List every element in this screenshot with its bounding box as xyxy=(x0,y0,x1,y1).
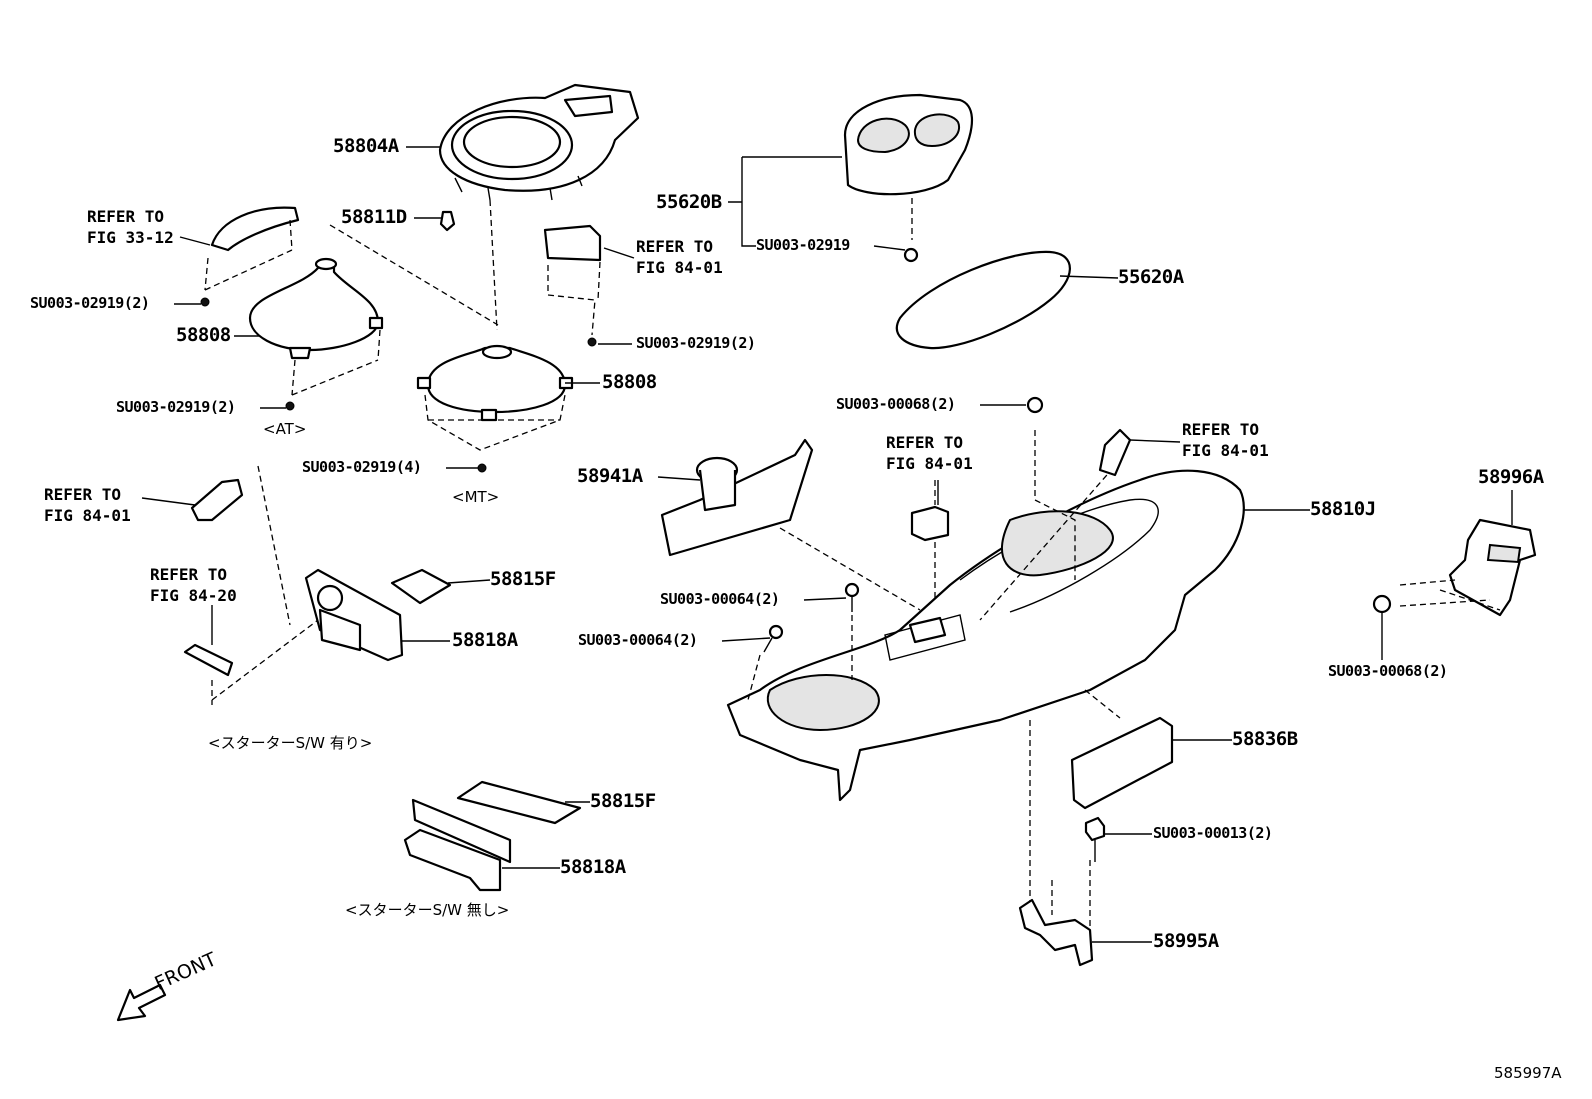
part-58808-mt-shape xyxy=(416,344,574,422)
note-starter-with: <スターターS/W 有り> xyxy=(208,734,373,752)
diagram-code: 585997A xyxy=(1494,1064,1562,1082)
screw-icon xyxy=(903,247,919,263)
label-58808-at: 58808 xyxy=(176,324,231,346)
refer-84-01-connector xyxy=(1098,428,1132,477)
part-58815F-lower-shape xyxy=(456,780,582,825)
part-58818A-upper-shape xyxy=(304,568,404,662)
label-58818A-upper: 58818A xyxy=(452,629,518,651)
refer-84-01-panel xyxy=(543,224,602,262)
screw-icon xyxy=(768,624,784,640)
label-58996A: 58996A xyxy=(1478,466,1544,488)
part-58808-at-shape xyxy=(248,257,384,360)
screw-icon xyxy=(285,401,295,411)
note-at: <AT> xyxy=(263,420,307,438)
bolt-icon xyxy=(1084,816,1106,842)
label-refer-84-01-right: REFER TO FIG 84-01 xyxy=(1182,420,1269,460)
part-58810J-shape xyxy=(726,469,1245,802)
label-fastener-4: SU003-02919(2) xyxy=(116,398,236,416)
label-refer-84-20: REFER TO FIG 84-20 xyxy=(150,565,237,605)
label-fastener-8: SU003-00064(2) xyxy=(578,631,698,649)
part-58818A-lower-shape xyxy=(403,798,512,892)
label-fastener-3: SU003-02919 xyxy=(756,236,850,254)
refer-84-01-knob xyxy=(190,478,244,522)
part-58995A-shape xyxy=(1018,898,1094,967)
screw-icon xyxy=(1372,594,1392,614)
label-fastener-10: SU003-00013(2) xyxy=(1153,824,1273,842)
label-refer-84-01-middle: REFER TO FIG 84-01 xyxy=(886,433,973,473)
label-fastener-5: SU003-02919(4) xyxy=(302,458,422,476)
part-55620A-shape xyxy=(895,250,1071,350)
screw-icon xyxy=(587,337,597,347)
label-58941A: 58941A xyxy=(577,465,643,487)
screw-icon xyxy=(1026,396,1044,414)
label-58815F-upper: 58815F xyxy=(490,568,556,590)
label-58995A: 58995A xyxy=(1153,930,1219,952)
part-58836B-shape xyxy=(1070,716,1174,810)
label-refer-84-01-left: REFER TO FIG 84-01 xyxy=(44,485,131,525)
label-58808-mt: 58808 xyxy=(602,371,657,393)
part-58811D-shape xyxy=(439,210,456,232)
part-55620B-shape xyxy=(843,93,973,196)
label-58811D: 58811D xyxy=(341,206,407,228)
label-refer-33-12: REFER TO FIG 33-12 xyxy=(87,207,174,247)
part-58941A-shape xyxy=(660,438,814,557)
part-58996A-shape xyxy=(1448,518,1537,617)
screw-icon xyxy=(200,297,210,307)
label-fastener-9: SU003-00068(2) xyxy=(1328,662,1448,680)
label-fastener-7: SU003-00064(2) xyxy=(660,590,780,608)
note-starter-without: <スターターS/W 無し> xyxy=(345,901,510,919)
label-58836B: 58836B xyxy=(1232,728,1298,750)
label-fastener-6: SU003-00068(2) xyxy=(836,395,956,413)
label-refer-84-01-upper: REFER TO FIG 84-01 xyxy=(636,237,723,277)
label-55620B: 55620B xyxy=(656,191,722,213)
label-55620A: 55620A xyxy=(1118,266,1184,288)
front-arrow-icon xyxy=(116,983,167,1022)
label-58804A: 58804A xyxy=(333,135,399,157)
screw-icon xyxy=(844,582,860,598)
note-mt: <MT> xyxy=(452,488,500,506)
label-58818A-lower: 58818A xyxy=(560,856,626,878)
part-58815F-upper-shape xyxy=(390,568,452,605)
refer-84-20-part xyxy=(183,643,234,677)
refer-84-01-switch xyxy=(910,505,950,542)
part-58804A-shape xyxy=(438,83,640,201)
label-fastener-2: SU003-02919(2) xyxy=(636,334,756,352)
label-58815F-lower: 58815F xyxy=(590,790,656,812)
refer-33-12-part xyxy=(210,206,300,252)
label-58810J: 58810J xyxy=(1310,498,1376,520)
screw-icon xyxy=(477,463,487,473)
label-fastener-1: SU003-02919(2) xyxy=(30,294,150,312)
